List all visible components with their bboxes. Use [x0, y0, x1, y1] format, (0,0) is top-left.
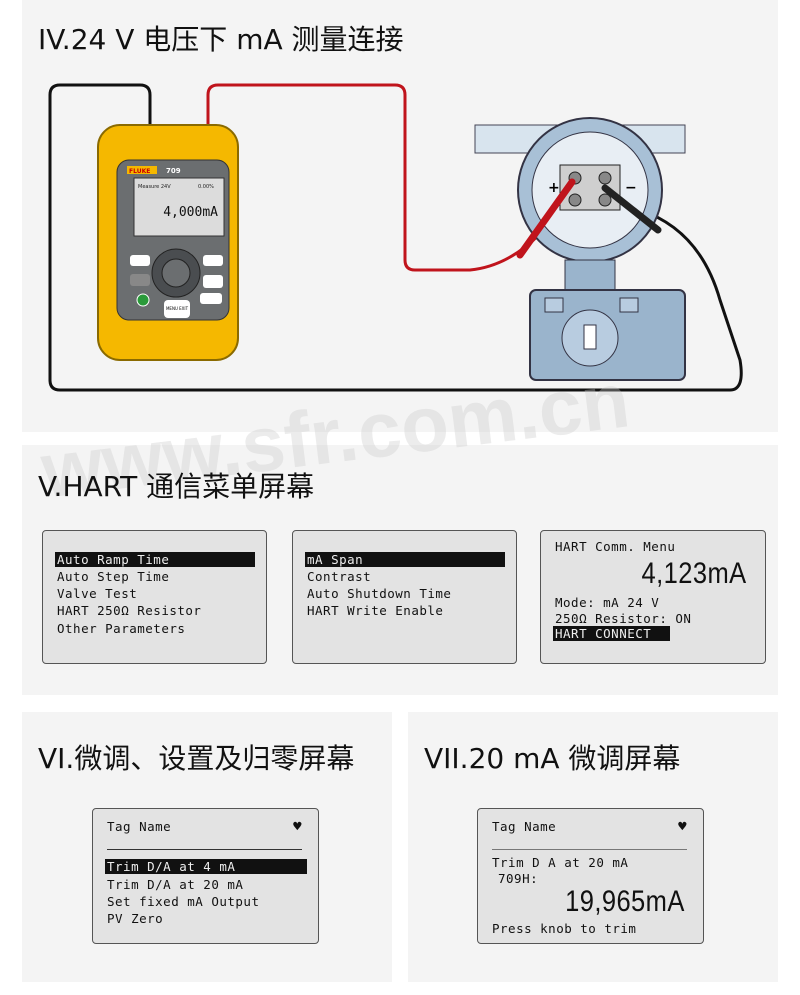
- device-mode: Measure 24V: [138, 184, 171, 190]
- tag-name: Tag Name: [107, 819, 172, 834]
- device-model: 709: [166, 167, 181, 175]
- menu-item: Trim D/A at 4 mA: [105, 859, 307, 874]
- hart-mode: Mode: mA 24 V: [555, 595, 660, 610]
- heart-icon: ♥: [293, 819, 302, 835]
- trim-sub: 709H:: [498, 871, 539, 886]
- menu-item: mA Span: [305, 552, 505, 567]
- hart-reading: 4,123mA: [641, 557, 747, 590]
- menu-item: PV Zero: [107, 911, 164, 926]
- menu-item: Auto Ramp Time: [55, 552, 255, 567]
- minus-terminal-label: −: [625, 180, 637, 196]
- menu-item: Contrast: [307, 569, 372, 584]
- menu-screen-2: mA Span Contrast Auto Shutdown Time HART…: [292, 530, 517, 664]
- section-vii-title: VII.20 mA 微调屏幕: [424, 742, 681, 775]
- section-vi-title: VI.微调、设置及归零屏幕: [38, 742, 355, 775]
- transmitter: + −: [474, 117, 686, 381]
- menu-exit-label: MENU EXIT: [166, 306, 189, 311]
- menu-screen-1: Auto Ramp Time Auto Step Time Valve Test…: [42, 530, 267, 664]
- device-reading: 4,000mA: [163, 205, 218, 220]
- menu-item: Set fixed mA Output: [107, 894, 260, 909]
- black-wire: [48, 83, 743, 392]
- trim-menu-screen: Tag Name ♥ Trim D/A at 4 mA Trim D/A at …: [92, 808, 319, 944]
- trim-20ma-screen: Tag Name ♥ Trim D A at 20 mA 709H: 19,96…: [477, 808, 704, 944]
- trim-label: Trim D A at 20 mA: [492, 855, 629, 870]
- heart-icon: ♥: [678, 819, 687, 835]
- menu-item: Auto Step Time: [57, 569, 170, 584]
- divider: [107, 849, 302, 850]
- menu-item: Valve Test: [57, 586, 138, 601]
- menu-item: Auto Shutdown Time: [307, 586, 452, 601]
- hart-resistor: 250Ω Resistor: ON: [555, 611, 692, 626]
- tag-name: Tag Name: [492, 819, 557, 834]
- menu-item: Trim D/A at 20 mA: [107, 877, 244, 892]
- device-brand: FLUKE: [129, 168, 150, 175]
- device-percent: 0.00%: [198, 184, 214, 190]
- section-iv-title: IV.24 V 电压下 mA 测量连接: [38, 23, 404, 56]
- trim-reading: 19,965mA: [565, 885, 685, 918]
- trim-hint: Press knob to trim: [492, 921, 637, 936]
- fluke-709-calibrator: FLUKE 709 Measure 24V 0.00% 4,000mA MENU…: [97, 124, 239, 361]
- divider: [492, 849, 687, 850]
- plus-terminal-label: +: [548, 180, 560, 196]
- menu-item: HART Write Enable: [307, 603, 444, 618]
- connection-diagram: + − FLUKE 709 Measure 24V 0.00% 4,000mA …: [48, 83, 743, 392]
- section-v-title: V.HART 通信菜单屏幕: [38, 470, 315, 503]
- red-wire: [206, 83, 562, 272]
- menu-item: Other Parameters: [57, 621, 186, 636]
- hart-connect: HART CONNECT: [553, 626, 670, 641]
- hart-comm-screen: HART Comm. Menu 4,123mA Mode: mA 24 V 25…: [540, 530, 766, 664]
- hart-title: HART Comm. Menu: [555, 539, 676, 554]
- menu-item: HART 250Ω Resistor: [57, 603, 202, 618]
